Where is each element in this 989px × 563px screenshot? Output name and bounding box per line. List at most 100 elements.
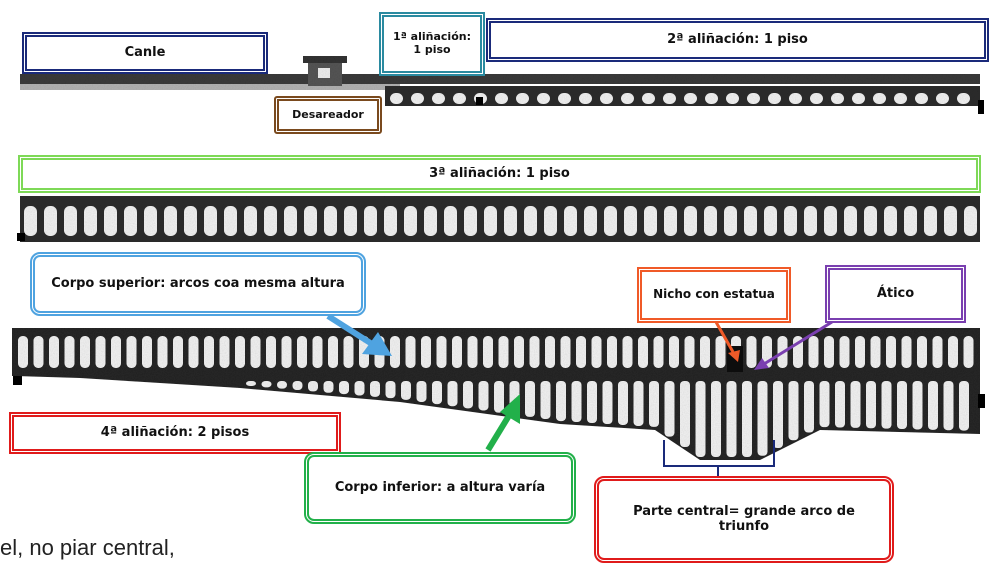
row1-arch (831, 93, 844, 104)
row3-upper-arch (452, 336, 462, 368)
row2-arch (504, 206, 517, 236)
row3-lower-arch (726, 381, 737, 457)
row3-upper-arch (808, 336, 819, 368)
row1-arch (684, 93, 697, 104)
row3-upper-arch (855, 336, 865, 368)
cuarta-alinacion-label: 4ª aliñación: 2 pisos (9, 412, 341, 454)
row2-arch (284, 206, 297, 236)
row3-lower-arch (773, 381, 783, 448)
row1-arch (579, 93, 592, 104)
row3-upper-arch (80, 336, 90, 368)
corpo-inferior-label: Corpo inferior: a altura varía (304, 452, 576, 524)
row1-marker-a (476, 97, 483, 105)
row3-lower-arch (881, 381, 892, 429)
row3-upper-arch (715, 336, 726, 368)
row2-arch (344, 206, 357, 236)
row3-lower-arch (866, 381, 876, 429)
row3-lower-arch (261, 381, 272, 388)
row3-upper-arch (250, 336, 261, 368)
row1-arch (558, 93, 571, 104)
row3-upper-arch (870, 336, 881, 368)
row2-arch (44, 206, 57, 236)
row2-arcade-body (20, 204, 980, 242)
row3-upper-arch (18, 336, 28, 368)
row2-arch (564, 206, 577, 236)
canle-shadow (20, 84, 400, 90)
row3-lower-arch (788, 381, 799, 441)
row2-arch (644, 206, 657, 236)
row3-lower-arch (339, 381, 349, 395)
row3-lower-arch (819, 381, 830, 428)
row2-arches (24, 206, 977, 236)
row3-upper-arch (312, 336, 323, 368)
row3-upper-arch (669, 336, 679, 368)
nicho-arrow (714, 321, 740, 362)
row3-lower-arch (385, 381, 396, 399)
row3-upper-arch (188, 336, 199, 368)
row3-upper-arch (948, 336, 958, 368)
row3-lower-arch (540, 381, 551, 420)
row1-arch (453, 93, 466, 104)
row1-arch (789, 93, 802, 104)
desareador-cap (303, 56, 347, 63)
row1-arch (495, 93, 508, 104)
row2-arch (64, 206, 77, 236)
row2-arch (84, 206, 97, 236)
row3-upper-arch (467, 336, 478, 368)
row3-lower-arch (618, 381, 628, 425)
row2-arch (764, 206, 777, 236)
terceira-alinacion-label: 3ª aliñación: 1 piso (18, 155, 981, 193)
row2-arch (884, 206, 897, 236)
row3-upper-arch (684, 336, 695, 368)
canle-label: Canle (22, 32, 268, 74)
row3-upper-arch (483, 336, 493, 368)
row3-upper-arch (421, 336, 431, 368)
row1-arch (810, 93, 823, 104)
atico-arrow (754, 320, 833, 370)
row1-arch (411, 93, 424, 104)
row1-arch (600, 93, 613, 104)
row3-lower-arch (463, 381, 473, 409)
row3-upper-arch (560, 336, 571, 368)
row3-upper-arch (405, 336, 416, 368)
row3-lower-arch (897, 381, 907, 430)
row3-lower-arch (354, 381, 365, 396)
row3-upper-arch (576, 336, 586, 368)
row1-arches (390, 93, 970, 104)
parte-central-label-text: Parte central= grande arco de triunfo (633, 503, 855, 534)
row1-arch (852, 93, 865, 104)
row3-upper-arch (607, 336, 617, 368)
row3-lower-arch (664, 381, 675, 437)
row2-arch (784, 206, 797, 236)
row3-upper-arch (390, 336, 400, 368)
primeira-alinacion-label: 1ª aliñación: 1 piso (379, 12, 485, 76)
row2-arch (584, 206, 597, 236)
row3-upper-arch (343, 336, 354, 368)
row3-lower-arch (370, 381, 380, 397)
row3-lower-arch (494, 381, 504, 413)
row3-upper-arches (18, 336, 974, 368)
atico-label-text: Ático (876, 285, 915, 301)
row1-arch (873, 93, 886, 104)
parte-central-label: Parte central= grande arco de triunfo (594, 476, 894, 563)
row3-lower-arch (447, 381, 458, 407)
row2-arch (304, 206, 317, 236)
row3-upper-arch (653, 336, 664, 368)
row3-lower-arch (292, 381, 303, 391)
row1-arch (705, 93, 718, 104)
row2-arch (724, 206, 737, 236)
row3-upper-arch (126, 336, 137, 368)
row2-arch (864, 206, 877, 236)
row3-upper-arch (235, 336, 245, 368)
row3-lower-arch (587, 381, 597, 424)
row2-arch (384, 206, 397, 236)
row3-upper-arch (545, 336, 555, 368)
row3-lower-arch (602, 381, 613, 424)
row1-arch (936, 93, 949, 104)
row2-arch (484, 206, 497, 236)
row2-structure (17, 196, 980, 242)
row3-marker-right (978, 394, 985, 408)
row1-arch (747, 93, 760, 104)
row3-lower-arch (835, 381, 845, 428)
row1-structure (20, 56, 984, 114)
